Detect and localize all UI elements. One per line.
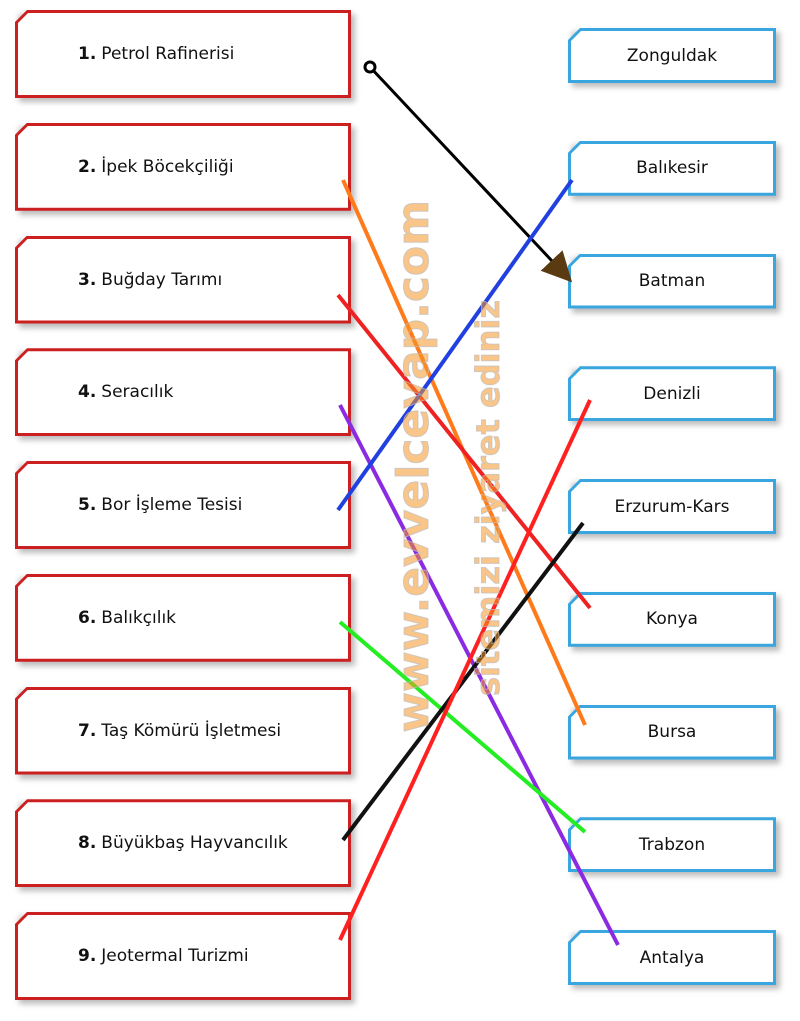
city-box: Denizli [568, 366, 776, 422]
item-number: 6. [78, 607, 97, 628]
item-number: 2. [78, 156, 97, 177]
activity-label: Seracılık [101, 382, 174, 403]
activity-label: Bor İşleme Tesisi [101, 495, 243, 515]
city-label: Trabzon [638, 834, 706, 855]
activity-box: 8.Büyükbaş Hayvancılık [15, 799, 351, 888]
connection-line-9-4 [338, 399, 592, 941]
activity-box: 9.Jeotermal Turizmi [15, 912, 351, 1000]
city-box: Konya [568, 591, 776, 647]
city-label: Batman [638, 271, 706, 291]
activity-label: Buğday Tarımı [101, 269, 223, 290]
connection-line-3-6 [336, 293, 592, 610]
activity-box: 7.Taş Kömürü İşletmesi [15, 686, 351, 775]
activity-label: Petrol Rafinerisi [101, 44, 235, 64]
activity-box: 5.Bor İşleme Tesisi [15, 461, 351, 549]
city-box: Zonguldak [568, 28, 776, 83]
city-label: Bursa [647, 722, 697, 742]
activity-label: İpek Böcekçiliği [101, 156, 234, 177]
city-label: Denizli [643, 383, 701, 404]
activity-label: Jeotermal Turizmi [101, 946, 249, 966]
line-start-circle-icon [363, 60, 377, 74]
city-label: Erzurum-Kars [614, 496, 730, 517]
item-number: 3. [78, 269, 97, 290]
city-label: Konya [646, 609, 698, 630]
connection-line-4-9 [338, 404, 620, 946]
activity-box: 4.Seracılık [15, 348, 351, 437]
activity-label: Taş Kömürü İşletmesi [101, 720, 282, 741]
city-box: Batman [568, 253, 776, 309]
city-box: Antalya [568, 930, 776, 985]
activity-box: 2.İpek Böcekçiliği [15, 122, 351, 211]
connection-line-6-8 [338, 620, 587, 834]
connection-line-5-2 [336, 178, 574, 512]
city-box: Trabzon [568, 817, 776, 873]
connection-line-1-3 [368, 65, 573, 283]
city-label: Antalya [639, 947, 705, 968]
activity-box: 1.Petrol Rafinerisi [15, 10, 351, 98]
item-number: 5. [78, 495, 97, 515]
activity-label: Balıkçılık [101, 607, 177, 628]
activity-label: Büyükbaş Hayvancılık [101, 833, 288, 854]
city-box: Erzurum-Kars [568, 479, 776, 534]
item-number: 1. [78, 44, 97, 64]
item-number: 8. [78, 833, 97, 854]
connection-line-8-5 [341, 521, 585, 842]
activity-box: 6.Balıkçılık [15, 573, 351, 662]
item-number: 7. [78, 720, 97, 741]
city-label: Balıkesir [636, 158, 708, 179]
item-number: 9. [78, 946, 97, 966]
activity-box: 3.Buğday Tarımı [15, 235, 351, 324]
city-box: Balıkesir [568, 140, 776, 196]
item-number: 4. [78, 382, 97, 403]
city-label: Zonguldak [626, 45, 718, 66]
city-box: Bursa [568, 704, 776, 760]
